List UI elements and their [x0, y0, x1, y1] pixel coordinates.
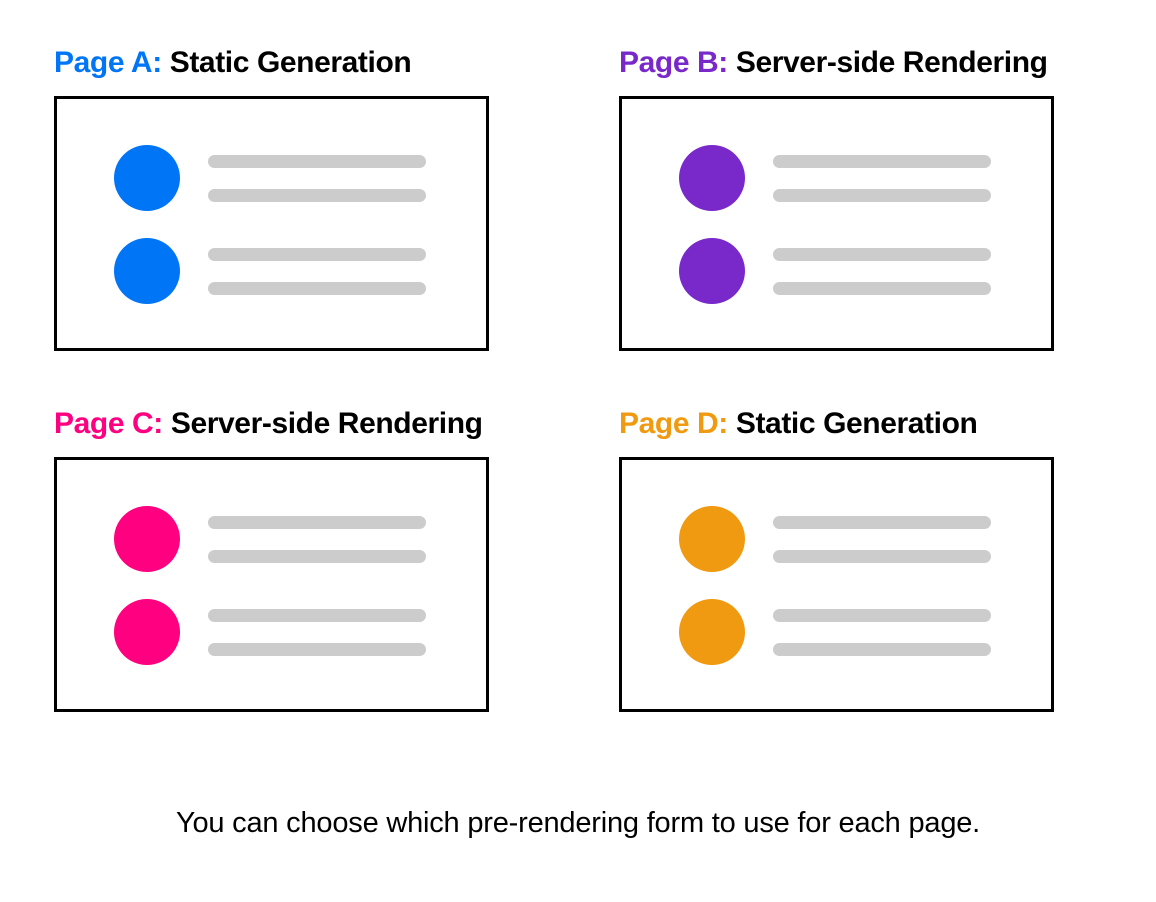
page-c-mode: Server-side Rendering: [170, 407, 483, 440]
page-a-mode: Static Generation: [169, 46, 412, 79]
skeleton-lines: [208, 515, 426, 563]
skeleton-bar: [773, 154, 991, 168]
skeleton-row: [679, 145, 1051, 211]
skeleton-row: [114, 506, 486, 572]
page-c-skeleton: [114, 506, 486, 665]
skeleton-bar: [773, 281, 991, 295]
skeleton-bar: [208, 281, 426, 295]
skeleton-bar: [208, 247, 426, 261]
skeleton-row: [679, 506, 1051, 572]
avatar-circle-icon: [114, 145, 180, 211]
skeleton-bar: [773, 549, 991, 563]
skeleton-bar: [208, 549, 426, 563]
avatar-circle-icon: [679, 238, 745, 304]
page-b-card: [619, 96, 1054, 351]
skeleton-bar: [773, 642, 991, 656]
avatar-circle-icon: [114, 506, 180, 572]
avatar-circle-icon: [679, 599, 745, 665]
skeleton-bar: [208, 642, 426, 656]
skeleton-bar: [208, 188, 426, 202]
skeleton-row: [679, 599, 1051, 665]
page-d-mode: Static Generation: [735, 407, 978, 440]
page-c-card: [54, 457, 489, 712]
skeleton-row: [114, 238, 486, 304]
page-b-heading: Page B: Server-side Rendering: [619, 48, 1054, 78]
page-c-label: Page C:: [54, 407, 163, 440]
page-a-skeleton: [114, 145, 486, 304]
skeleton-row: [114, 599, 486, 665]
page-d-skeleton: [679, 506, 1051, 665]
skeleton-lines: [773, 608, 991, 656]
skeleton-bar: [773, 247, 991, 261]
skeleton-bar: [773, 608, 991, 622]
skeleton-lines: [208, 247, 426, 295]
skeleton-bar: [208, 608, 426, 622]
page-a-label: Page A:: [54, 46, 162, 79]
skeleton-lines: [773, 247, 991, 295]
skeleton-lines: [773, 515, 991, 563]
diagram-caption: You can choose which pre-rendering form …: [175, 807, 981, 839]
skeleton-row: [679, 238, 1051, 304]
skeleton-bar: [208, 515, 426, 529]
page-cell-d: Page D: Static Generation: [619, 409, 1054, 712]
avatar-circle-icon: [114, 238, 180, 304]
skeleton-lines: [208, 608, 426, 656]
skeleton-bar: [773, 188, 991, 202]
skeleton-row: [114, 145, 486, 211]
skeleton-lines: [773, 154, 991, 202]
page-d-heading: Page D: Static Generation: [619, 409, 1054, 439]
page-b-label: Page B:: [619, 46, 728, 79]
page-d-card: [619, 457, 1054, 712]
page-a-card: [54, 96, 489, 351]
page-a-heading: Page A: Static Generation: [54, 48, 489, 78]
skeleton-lines: [208, 154, 426, 202]
page-b-mode: Server-side Rendering: [735, 46, 1048, 79]
avatar-circle-icon: [114, 599, 180, 665]
avatar-circle-icon: [679, 145, 745, 211]
page-card-grid: Page A: Static Generation: [54, 48, 1054, 712]
page-d-label: Page D:: [619, 407, 728, 440]
page-cell-b: Page B: Server-side Rendering: [619, 48, 1054, 351]
page-cell-c: Page C: Server-side Rendering: [54, 409, 489, 712]
skeleton-bar: [773, 515, 991, 529]
avatar-circle-icon: [679, 506, 745, 572]
page-cell-a: Page A: Static Generation: [54, 48, 489, 351]
page-c-heading: Page C: Server-side Rendering: [54, 409, 489, 439]
skeleton-bar: [208, 154, 426, 168]
page-b-skeleton: [679, 145, 1051, 304]
